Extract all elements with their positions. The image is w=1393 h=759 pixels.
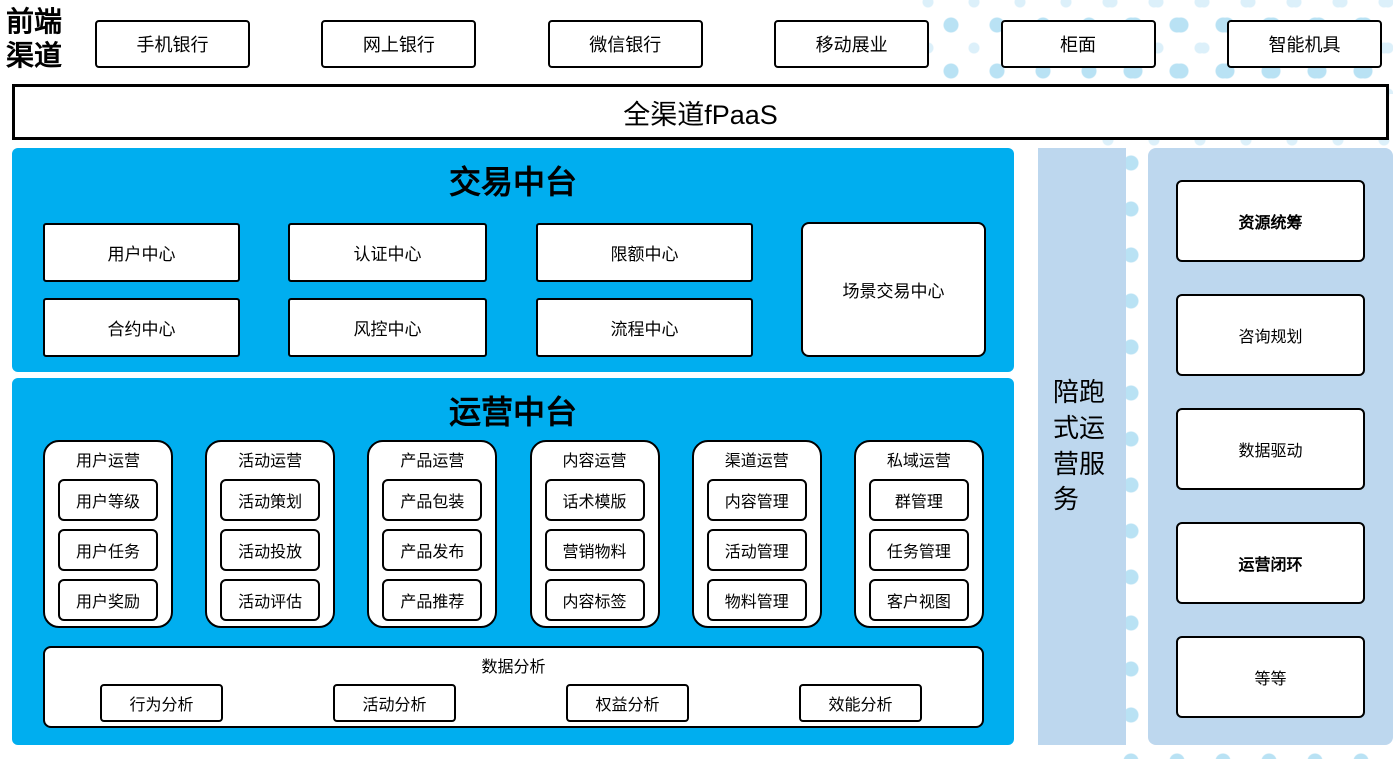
front-channels-row: 手机银行 网上银行 微信银行 移动展业 柜面 智能机具 <box>95 20 1382 68</box>
operation-item: 话术模版 <box>544 479 645 521</box>
operation-item: 群管理 <box>868 479 969 521</box>
operation-card-user: 用户运营 用户等级 用户任务 用户奖励 <box>43 440 173 628</box>
data-analysis-row: 行为分析 活动分析 权益分析 效能分析 <box>100 684 922 722</box>
operation-card-product: 产品运营 产品包装 产品发布 产品推荐 <box>367 440 498 628</box>
center-box-scene-transaction: 场景交易中心 <box>801 222 986 357</box>
operation-card-activity: 活动运营 活动策划 活动投放 活动评估 <box>205 440 336 628</box>
front-channels-label: 前端渠道 <box>6 7 63 72</box>
operation-card-title: 渠道运营 <box>724 453 789 470</box>
channel-box-smart-devices: 智能机具 <box>1226 20 1382 68</box>
operation-card-channel: 渠道运营 内容管理 活动管理 物料管理 <box>691 440 822 628</box>
service-box-consulting: 咨询规划 <box>1176 294 1365 376</box>
analysis-box-activity: 活动分析 <box>333 684 456 722</box>
companion-service-bar: 陪跑式运营服务 <box>1038 148 1126 745</box>
operation-item: 内容标签 <box>544 579 645 621</box>
operation-item: 活动评估 <box>220 579 321 621</box>
operation-item: 产品发布 <box>382 529 483 571</box>
center-box-risk-control: 风控中心 <box>288 298 487 357</box>
transaction-platform-title: 交易中台 <box>448 164 577 200</box>
operation-item: 产品包装 <box>382 479 483 521</box>
data-analysis-container: 数据分析 行为分析 活动分析 权益分析 效能分析 <box>43 646 984 728</box>
companion-service-label: 陪跑式运营服务 <box>1053 376 1106 515</box>
operation-item: 用户等级 <box>58 479 158 521</box>
center-box-limit: 限额中心 <box>536 223 753 282</box>
operation-item: 活动投放 <box>220 529 321 571</box>
channel-box-wechat-banking: 微信银行 <box>547 20 703 68</box>
operation-card-title: 内容运营 <box>562 453 627 470</box>
operation-item: 产品推荐 <box>382 579 483 621</box>
service-panel: 资源统筹 咨询规划 数据驱动 运营闭环 等等 <box>1148 148 1393 745</box>
transaction-platform-panel: 交易中台 用户中心 认证中心 限额中心 合约中心 风控中心 流程中心 场景交易中… <box>12 148 1014 372</box>
center-box-process: 流程中心 <box>536 298 753 357</box>
operation-card-title: 私域运营 <box>886 453 951 470</box>
center-box-contract: 合约中心 <box>43 298 240 357</box>
operation-item: 客户视图 <box>868 579 969 621</box>
operation-item: 活动策划 <box>220 479 321 521</box>
center-box-authentication: 认证中心 <box>288 223 487 282</box>
operation-card-title: 活动运营 <box>238 453 303 470</box>
operation-item: 任务管理 <box>868 529 969 571</box>
channel-box-mobile-banking: 手机银行 <box>95 20 250 68</box>
operation-card-title: 用户运营 <box>75 453 140 470</box>
operation-item: 用户奖励 <box>58 579 158 621</box>
operation-item: 内容管理 <box>706 479 807 521</box>
operation-item: 用户任务 <box>58 529 158 571</box>
operation-card-title: 产品运营 <box>400 453 465 470</box>
omni-channel-fpaas-bar: 全渠道fPaaS <box>12 84 1389 140</box>
operation-card-content: 内容运营 话术模版 营销物料 内容标签 <box>529 440 660 628</box>
operation-item: 物料管理 <box>706 579 807 621</box>
center-box-user: 用户中心 <box>43 223 240 282</box>
channel-box-mobile-marketing: 移动展业 <box>774 20 930 68</box>
analysis-box-efficiency: 效能分析 <box>799 684 922 722</box>
operation-card-private-domain: 私域运营 群管理 任务管理 客户视图 <box>853 440 984 628</box>
operation-platform-title: 运营中台 <box>448 394 577 430</box>
operation-columns-row: 用户运营 用户等级 用户任务 用户奖励 活动运营 活动策划 活动投放 活动评估 … <box>43 440 984 628</box>
service-box-resource-planning: 资源统筹 <box>1176 180 1365 262</box>
operation-item: 活动管理 <box>706 529 807 571</box>
operation-item: 营销物料 <box>544 529 645 571</box>
analysis-box-behavior: 行为分析 <box>100 684 223 722</box>
channel-box-counter: 柜面 <box>1000 20 1156 68</box>
operation-platform-panel: 运营中台 用户运营 用户等级 用户任务 用户奖励 活动运营 活动策划 活动投放 … <box>12 378 1014 745</box>
data-analysis-title: 数据分析 <box>481 659 546 676</box>
analysis-box-rights: 权益分析 <box>566 684 689 722</box>
service-box-data-driven: 数据驱动 <box>1176 408 1365 490</box>
service-box-etc: 等等 <box>1176 636 1365 718</box>
service-box-operation-loop: 运营闭环 <box>1176 522 1365 604</box>
channel-box-online-banking: 网上银行 <box>321 20 477 68</box>
